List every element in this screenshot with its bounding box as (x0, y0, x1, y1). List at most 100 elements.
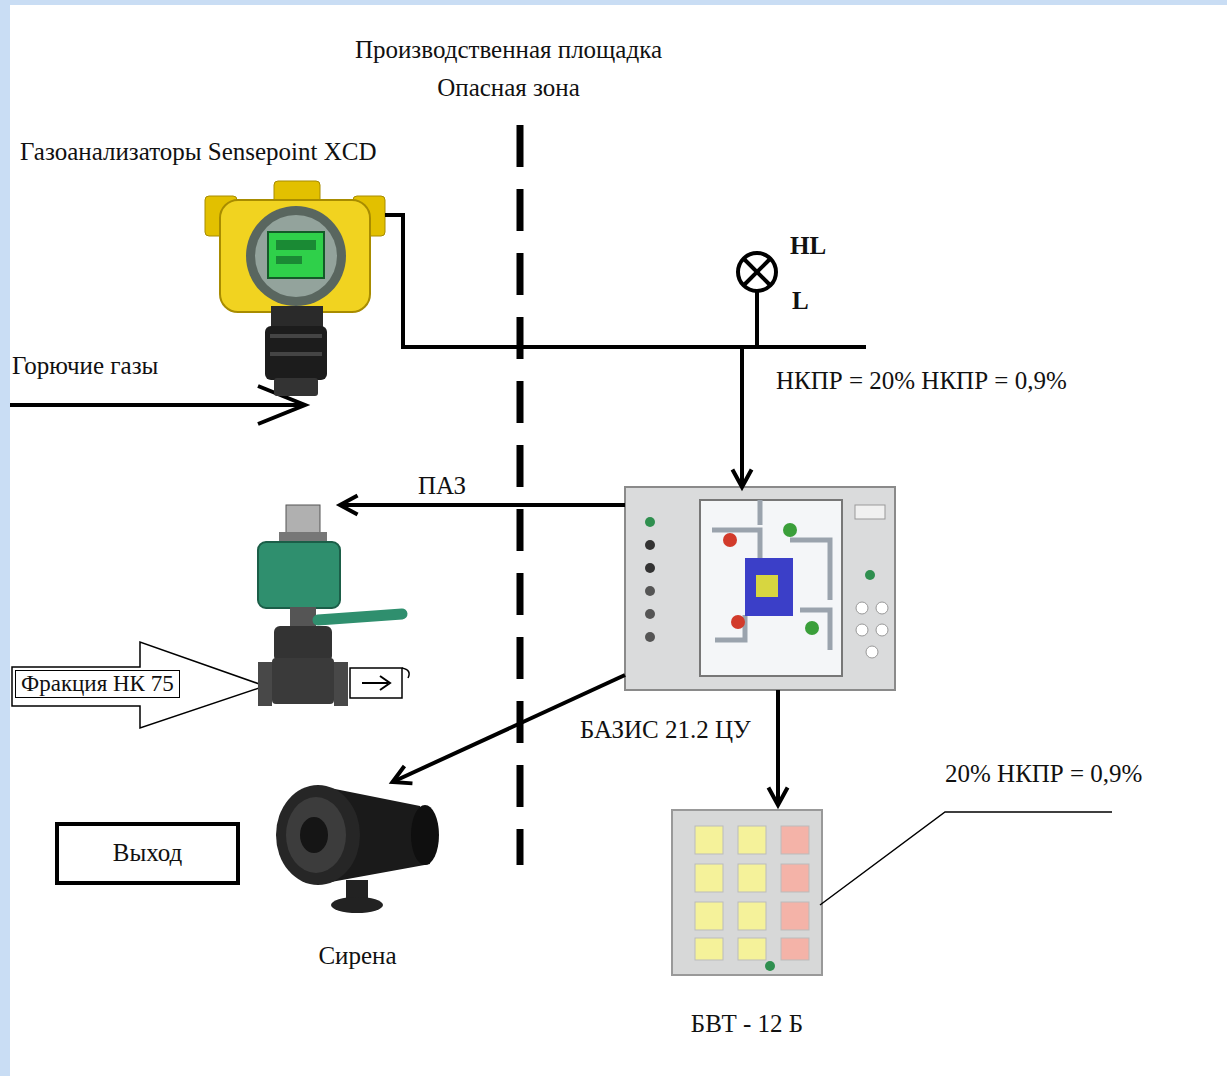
lamp-code: HL (790, 232, 826, 261)
controller-panel-part (856, 602, 868, 614)
gas-detector (205, 181, 385, 396)
exit-text: Выход (113, 839, 183, 868)
controller-panel-part (731, 615, 745, 629)
indicator-panel-part (738, 864, 766, 892)
zone-heading: Производственная площадка Опасная зона (311, 31, 706, 107)
controller-panel (625, 487, 895, 690)
controller-panel-part (625, 487, 895, 690)
indicator-panel-part (781, 902, 809, 930)
edge-label: ПАЗ (415, 472, 469, 501)
indicator-node: БВТ - 12 Б (672, 805, 822, 1045)
controller-node: БАЗИС 21.2 ЦУ (625, 487, 895, 690)
indicator-panel-part (695, 938, 723, 960)
shutoff-valve-part (258, 542, 340, 608)
indicator-panel (672, 810, 822, 975)
controller-panel-part (865, 570, 875, 580)
indicator-panel-part (695, 864, 723, 892)
controller-panel-part (645, 517, 655, 527)
zone-boundary (520, 125, 521, 865)
gas-detector-part (246, 206, 346, 306)
indicator-panel-part (781, 864, 809, 892)
connector-line (385, 215, 742, 487)
controller-panel-part (723, 533, 737, 547)
siren (276, 785, 439, 913)
connector-line (340, 503, 625, 507)
lamp-symbol-part (744, 259, 770, 285)
connector (385, 215, 752, 487)
shutoff-valve-part (362, 676, 390, 690)
controller-panel-part (645, 609, 655, 619)
shutoff-valve-part (258, 662, 272, 706)
exit-box: Выход (55, 822, 240, 885)
connector-line (385, 215, 757, 347)
signal-wire-part (742, 345, 866, 349)
gas-detector-part (265, 326, 327, 380)
siren-part (286, 797, 346, 873)
gas-detector-part (220, 200, 370, 312)
controller-panel-part (876, 624, 888, 636)
flow-name: Фракция НК 75 (15, 670, 180, 698)
indicator-panel-part (738, 902, 766, 930)
threshold-callout: 20% НКПР = 0,9% (945, 760, 1142, 789)
flow-label: Горючие газы (12, 352, 158, 381)
indicator-panel-part (781, 938, 809, 960)
controller-panel-part (756, 575, 778, 597)
shutoff-valve-part (290, 607, 316, 629)
device-caption: БВТ - 12 Б (672, 1010, 822, 1039)
gas-detector-part (276, 240, 316, 250)
lamp-symbol-part (744, 259, 770, 285)
zone-boundary-part (517, 125, 524, 865)
valve-node: Фракция НК 75 (248, 490, 340, 710)
lamp-code: L (792, 287, 809, 316)
controller-panel-part (866, 646, 878, 658)
leader-line-part (820, 812, 1112, 905)
siren-node: Сирена (270, 782, 445, 975)
indicator-panel-part (695, 826, 723, 854)
gas-detector-part (271, 306, 323, 328)
signal-wire (742, 347, 866, 348)
indicator-panel-part (738, 938, 766, 960)
indicator-panel-part (765, 961, 775, 971)
controller-panel-part (805, 621, 819, 635)
connector-line (776, 690, 780, 805)
gas-detector-part (270, 334, 322, 338)
arrow-head (393, 766, 413, 783)
connector (385, 215, 757, 347)
controller-panel-part (700, 500, 842, 676)
siren-part (300, 817, 328, 853)
device-caption: Сирена (270, 942, 445, 971)
flow-arrow-outline-part (12, 642, 265, 728)
edge-label: НКПР = 20% НКПР = 0,9% (773, 367, 1070, 396)
gas-detector-part (255, 215, 337, 297)
arrow-head (340, 495, 358, 514)
shutoff-valve-part (402, 668, 409, 678)
shutoff-valve-part (286, 505, 320, 535)
lamp-symbol (738, 253, 776, 291)
controller-panel-part (745, 558, 793, 616)
controller-panel-part (645, 632, 655, 642)
shutoff-valve-part (274, 626, 332, 662)
shutoff-valve-part (334, 662, 348, 706)
controller-panel-part (783, 523, 797, 537)
page-ground-part (10, 5, 1227, 1076)
gas-detector-part (270, 352, 322, 356)
indicator-panel-part (738, 826, 766, 854)
gas-flow-arrow-part (10, 403, 303, 407)
controller-panel-part (645, 586, 655, 596)
gas-flow-arrow (10, 386, 305, 424)
controller-panel-part (645, 563, 655, 573)
shutoff-valve-part (318, 614, 402, 620)
gas-detector-part (274, 378, 318, 396)
connector (340, 495, 625, 514)
leader-line (820, 812, 1112, 905)
arrow-head (732, 469, 751, 487)
siren-part (276, 785, 360, 885)
lamp-symbol-part (738, 253, 776, 291)
indicator-panel-part (781, 826, 809, 854)
siren-part (411, 805, 439, 865)
gas-detector-part (276, 256, 302, 264)
arrow-head (768, 787, 787, 805)
